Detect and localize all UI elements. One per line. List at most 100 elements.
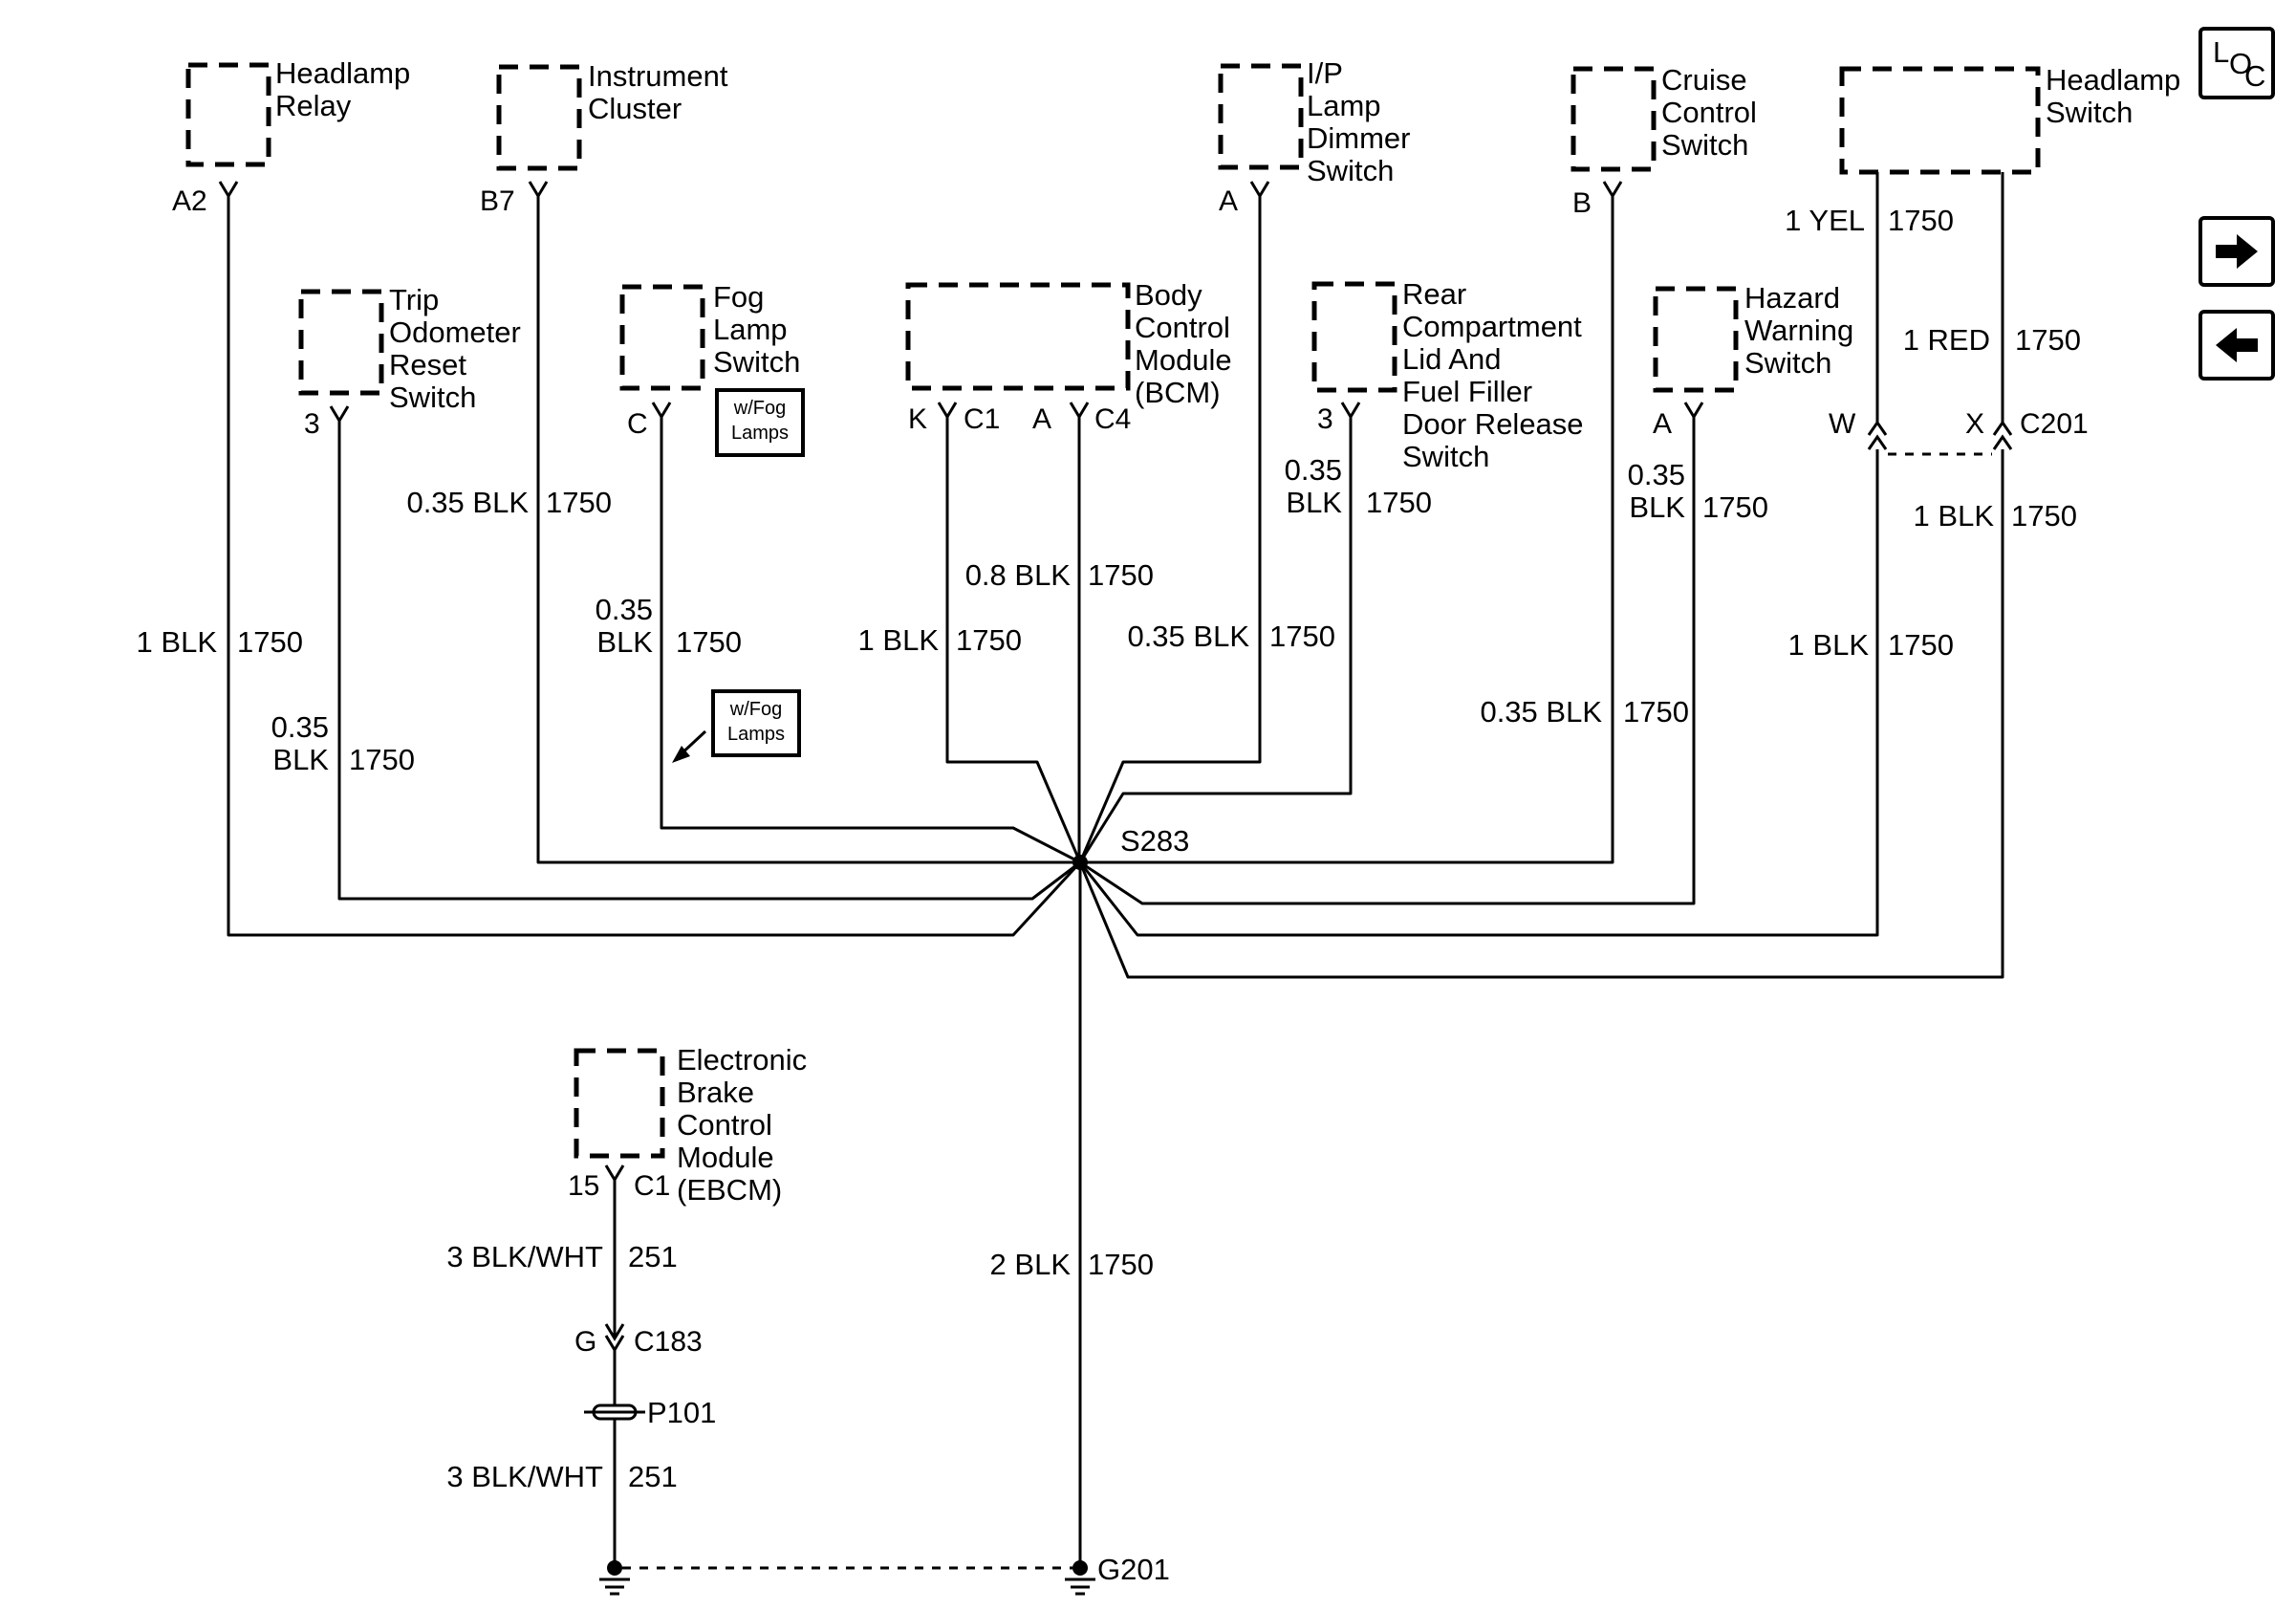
wire-label-ip-dimmer-circuit: 1750	[1269, 620, 1335, 653]
wire-label-hazard-circuit: 1750	[1702, 490, 1768, 524]
pin-label-cruise: B	[1572, 187, 1592, 219]
fog-lamps-option-box-2	[711, 689, 801, 757]
wire-label-fog-circuit: 1750	[676, 625, 742, 659]
wire-hazard	[1079, 417, 1696, 905]
pin-marker-headlamp-relay	[218, 181, 239, 199]
wire-label-rear-circuit: 1750	[1366, 486, 1432, 519]
wire-fog-lamp	[660, 417, 1081, 864]
wire-label-trip-color: BLK	[272, 743, 329, 776]
ground-g201-label: G201	[1097, 1553, 1170, 1586]
wire-bcm-k	[945, 417, 1082, 863]
wire-label-hazard-size: 0.35	[1628, 458, 1685, 491]
pin-label-headlamp-x: X	[1965, 408, 1984, 440]
fog-lamp-switch-box	[619, 284, 705, 391]
pin-label-bcm-c1: C1	[964, 403, 1000, 435]
headlamp-relay-box	[185, 62, 271, 167]
pin-marker-c201-w-upper	[1867, 420, 1888, 436]
pin-label-instrument-cluster: B7	[480, 185, 515, 217]
pin-label-hazard: A	[1653, 408, 1672, 440]
pin-marker-c201-x-lower	[1992, 434, 2013, 450]
ground-symbol-left	[599, 1560, 630, 1596]
connector-label-ebcm: C1	[634, 1170, 670, 1202]
wire-label-bcm-c4-color: 0.8 BLK	[965, 558, 1072, 592]
wire-label-instrument-color: 0.35 BLK	[406, 486, 529, 519]
pin-label-ip-dimmer: A	[1219, 185, 1238, 217]
pin-marker-c201-w-lower	[1867, 434, 1888, 450]
loc-button[interactable]: L O C	[2199, 27, 2275, 99]
pass-through-p101-icon	[584, 1403, 645, 1421]
wire-label-headlamp-red-color: 1 RED	[1903, 323, 1990, 357]
wire-label-bcm-k-circuit: 1750	[956, 623, 1022, 657]
pin-marker-ip-dimmer	[1249, 181, 1270, 199]
wire-label-rear-color: BLK	[1286, 486, 1342, 519]
wire-label-cruise-color: 0.35 BLK	[1480, 695, 1602, 729]
wire-label-ebcm-lower-circuit: 251	[628, 1460, 678, 1493]
prev-button[interactable]	[2199, 310, 2275, 381]
wire-label-hazard-color: BLK	[1629, 490, 1685, 524]
pin-marker-trip-odometer	[329, 405, 350, 424]
wire-label-fog-size: 0.35	[596, 593, 653, 626]
wire-label-instrument-circuit: 1750	[546, 486, 612, 519]
ebcm-box	[574, 1048, 665, 1159]
next-button[interactable]	[2199, 216, 2275, 287]
wire-headlamp-w	[1078, 449, 1879, 937]
arrow-right-icon	[2216, 234, 2258, 269]
pin-markers	[218, 181, 2013, 1353]
pin-label-headlamp-relay: A2	[172, 185, 207, 217]
trip-odometer-box	[298, 289, 384, 396]
pin-label-trip-odometer: 3	[304, 408, 320, 440]
connector-label-c183: C183	[634, 1326, 703, 1358]
wire-label-trip-circuit: 1750	[349, 743, 415, 776]
pin-marker-cruise	[1602, 181, 1623, 199]
loc-letter-c: C	[2244, 59, 2265, 93]
wire-label-headlamp-red-circuit: 1750	[2015, 323, 2081, 357]
wire-label-headlamp-x-circuit: 1750	[2011, 499, 2077, 533]
wire-headlamp-x	[1078, 449, 2004, 979]
wire-label-headlamp-w-color: 1 BLK	[1788, 628, 1870, 662]
loc-letter-l: L	[2213, 35, 2229, 69]
wire-headlamp-relay	[227, 196, 1082, 937]
wire-label-ground-color: 2 BLK	[990, 1248, 1072, 1281]
wire-label-trip-size: 0.35	[271, 710, 329, 744]
pin-marker-bcm-c4	[1069, 402, 1090, 420]
wire-instrument-cluster	[536, 196, 1080, 864]
pin-marker-ebcm	[604, 1164, 625, 1183]
arrow-left-icon	[2216, 328, 2258, 362]
loc-letter-o: O	[2229, 47, 2252, 80]
wire-label-headlamp-relay-circuit: 1750	[237, 625, 303, 659]
wire-label-ebcm-upper-color: 3 BLK/WHT	[446, 1240, 603, 1273]
bcm-box	[905, 282, 1131, 391]
pin-marker-instrument-cluster	[528, 181, 549, 199]
wire-label-headlamp-w-circuit: 1750	[1888, 628, 1954, 662]
splice-s283	[1072, 855, 1088, 870]
pin-marker-fog-lamp	[651, 402, 672, 420]
wire-rear-compartment	[1078, 417, 1353, 863]
pin-marker-rear-compartment	[1340, 402, 1361, 420]
wire-label-headlamp-yel-circuit: 1750	[1888, 204, 1954, 237]
rear-compartment-box	[1311, 281, 1397, 393]
wire-label-ebcm-lower-color: 3 BLK/WHT	[446, 1460, 603, 1493]
cruise-control-box	[1570, 66, 1657, 172]
wire-ip-dimmer	[1078, 196, 1262, 863]
wire-label-ground-circuit: 1750	[1088, 1248, 1154, 1281]
pin-label-bcm-k: K	[908, 403, 927, 435]
wire-label-headlamp-x-color: 1 BLK	[1914, 499, 1995, 533]
wire-cruise	[1080, 196, 1614, 864]
wire-label-headlamp-relay-color: 1 BLK	[137, 625, 218, 659]
pin-label-bcm-a: A	[1032, 403, 1051, 435]
pass-through-p101-label: P101	[647, 1396, 716, 1429]
pin-label-c183: G	[574, 1326, 596, 1358]
connector-label-c201: C201	[2020, 408, 2089, 440]
wire-label-ebcm-upper-circuit: 251	[628, 1240, 678, 1273]
pin-marker-c183-upper	[604, 1323, 625, 1341]
